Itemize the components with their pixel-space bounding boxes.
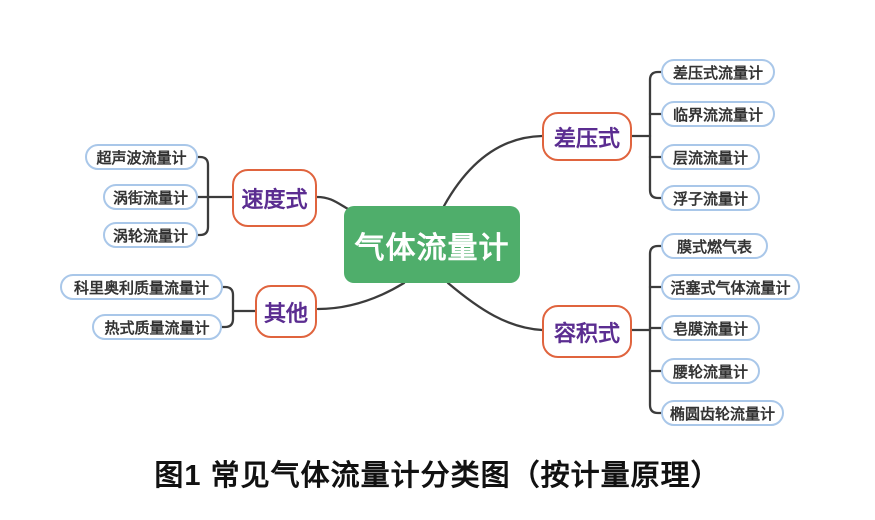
figure-caption: 图1 常见气体流量计分类图（按计量原理） [154, 460, 721, 492]
edge-root-dp [442, 134, 544, 208]
leaf-node-diaphragm-gas-meter: 膜式燃气表 [661, 233, 768, 259]
edge-root-other [316, 281, 406, 311]
leaf-node-turbine-flowmeter: 涡轮流量计 [103, 222, 198, 248]
branch-node-differential-pressure-type: 差压式 [542, 112, 632, 161]
bracket-dp [648, 70, 663, 200]
leaf-node-laminar-flowmeter: 层流流量计 [661, 144, 760, 170]
branch-node-velocity-type: 速度式 [232, 169, 317, 227]
root-node-gas-flowmeter: 气体流量计 [344, 206, 520, 283]
bracket-vol [648, 244, 663, 415]
leaf-node-oval-gear-flowmeter: 椭圆齿轮流量计 [661, 400, 784, 426]
leaf-node-soap-film-flowmeter: 皂膜流量计 [661, 315, 760, 341]
leaf-node-coriolis-mass-flowmeter: 科里奥利质量流量计 [60, 274, 223, 300]
leaf-node-ultrasonic-flowmeter: 超声波流量计 [85, 144, 198, 170]
edge-root-vol [446, 281, 544, 332]
leaf-node-vortex-flowmeter: 涡街流量计 [103, 184, 198, 210]
branch-node-other-type: 其他 [255, 285, 317, 338]
edge-root-velocity [315, 195, 350, 211]
leaf-node-dp-flowmeter: 差压式流量计 [661, 59, 775, 85]
bracket-other [220, 285, 235, 329]
branch-node-volumetric-type: 容积式 [542, 305, 632, 358]
leaf-node-thermal-mass-flowmeter: 热式质量流量计 [92, 314, 222, 340]
leaf-node-critical-flow-flowmeter: 临界流流量计 [661, 101, 775, 127]
leaf-node-piston-gas-flowmeter: 活塞式气体流量计 [661, 274, 800, 300]
leaf-node-roots-flowmeter: 腰轮流量计 [661, 358, 760, 384]
leaf-node-float-flowmeter: 浮子流量计 [661, 185, 760, 211]
